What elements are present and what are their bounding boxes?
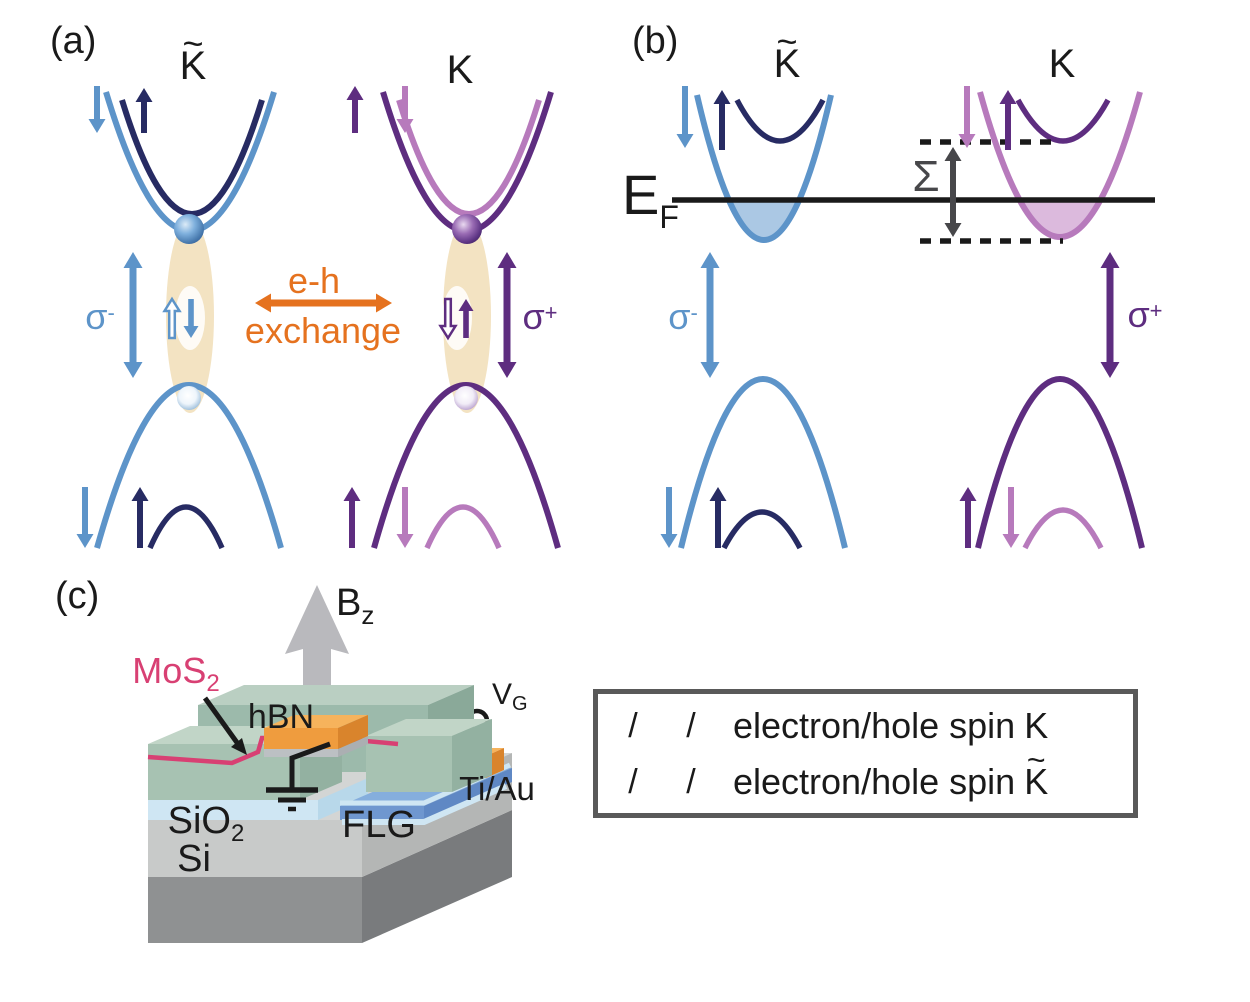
valley-label-k: K [446, 48, 474, 92]
cb-outer-ktilde [694, 94, 834, 243]
spin-up-arrow [999, 90, 1017, 150]
cb-inner-ktilde [119, 99, 265, 217]
tiau-label: Ti/Au [459, 770, 535, 807]
hbn-label: hBN [247, 698, 315, 736]
vb-inner-ktilde [721, 509, 803, 550]
valley-label-ktilde: ~K [773, 21, 801, 86]
cb-inner-k [1015, 98, 1111, 144]
bottom-hbn-layer [148, 778, 368, 820]
panel-a-label: (a) [50, 20, 97, 62]
cb-inner-ktilde [734, 98, 826, 144]
cb-outer-ktilde [103, 91, 277, 234]
vb-outer-ktilde [94, 382, 284, 549]
electron-spin-down-arrow [183, 299, 199, 338]
spin-down-arrow [1002, 487, 1020, 548]
mos2-label: MoS2 [132, 650, 220, 697]
spin-down-arrow [660, 487, 678, 548]
hole-sphere-k [454, 386, 478, 410]
spin-down-arrow [676, 86, 694, 148]
ground-symbol [266, 741, 331, 812]
spin-down-arrow [76, 487, 94, 548]
spin-down-arrow [396, 487, 414, 548]
hole-spin-open-up-arrow [162, 296, 182, 340]
legend-slash: / [628, 707, 638, 745]
electron-spin-up-arrow [458, 299, 474, 338]
sigma-splitting-arrow [944, 147, 962, 237]
sigma-plus-label: σ+ [522, 296, 558, 337]
sigma-plus-arrow [1100, 252, 1120, 378]
legend-slash: / [686, 763, 696, 801]
vb-inner-ktilde [147, 504, 225, 550]
panel-b-spin-arrows [660, 86, 1120, 548]
mos2-pointer-arrow [202, 696, 247, 755]
vb-inner-k [424, 504, 502, 550]
hole-sphere-ktilde [177, 386, 201, 410]
sigma-plus-label: σ+ [1127, 294, 1163, 335]
spin-down-arrow [958, 86, 976, 148]
hole-spin-open-down-arrow [438, 297, 458, 341]
si-block [148, 810, 512, 943]
vb-outer-k [371, 382, 561, 549]
cb-outer-k [977, 91, 1143, 240]
electron-sphere-k [452, 214, 482, 244]
spin-up-arrow [959, 487, 977, 548]
panel-c-label: (c) [55, 575, 100, 617]
spin-down-arrow [88, 86, 106, 133]
bz-field-label: Bz [336, 582, 375, 630]
spin-up-arrow [709, 487, 727, 548]
panel-b-label: (b) [632, 20, 679, 62]
spin-up-arrow [713, 90, 731, 150]
sigma-minus-label: σ- [85, 296, 115, 337]
panel-c-device [147, 585, 512, 943]
spin-up-arrow [343, 487, 361, 548]
exchange-label-line2: exchange [244, 310, 402, 351]
sio2-label: SiO2 [167, 800, 245, 847]
legend-row-ktilde: electron/hole spin~K [733, 742, 1049, 802]
electron-sphere-ktilde [174, 214, 204, 244]
spin-up-arrow [131, 487, 149, 548]
spin-down-arrow [396, 86, 414, 133]
tiau-contact [264, 715, 368, 757]
sigma-splitting-label: Σ [912, 152, 940, 201]
si-label: Si [177, 838, 211, 880]
sigma-minus-label: σ- [668, 296, 698, 337]
panel-b-bands [672, 91, 1155, 550]
exchange-label-line1: e-h [287, 260, 341, 301]
sigma-minus-arrow [123, 252, 143, 378]
fermi-level-label: EF [622, 163, 679, 235]
panel-a-spin-arrows [76, 86, 517, 548]
spin-legend [593, 689, 1138, 818]
gate-voltage-label: VG [492, 678, 528, 715]
valley-label-k: K [1048, 42, 1076, 86]
legend-slash: / [628, 763, 638, 801]
sigma-plus-arrow [497, 252, 517, 378]
cb-outer-k [380, 91, 554, 234]
flg-label: FLG [342, 804, 416, 846]
panel-a-bands [94, 91, 561, 550]
valley-label-ktilde: ~K [179, 23, 207, 88]
sigma-minus-arrow [700, 252, 720, 378]
vb-outer-ktilde [678, 376, 848, 549]
spin-up-arrow [135, 88, 153, 133]
vb-inner-k [1022, 507, 1104, 550]
bz-field-arrow [285, 585, 349, 697]
legend-slash: / [686, 707, 696, 745]
exchange-arrow [255, 293, 392, 313]
cb-inner-k [396, 99, 542, 217]
hbn-front-right-mesa [366, 719, 492, 792]
spin-up-arrow [346, 86, 364, 133]
vb-outer-k [975, 376, 1145, 549]
